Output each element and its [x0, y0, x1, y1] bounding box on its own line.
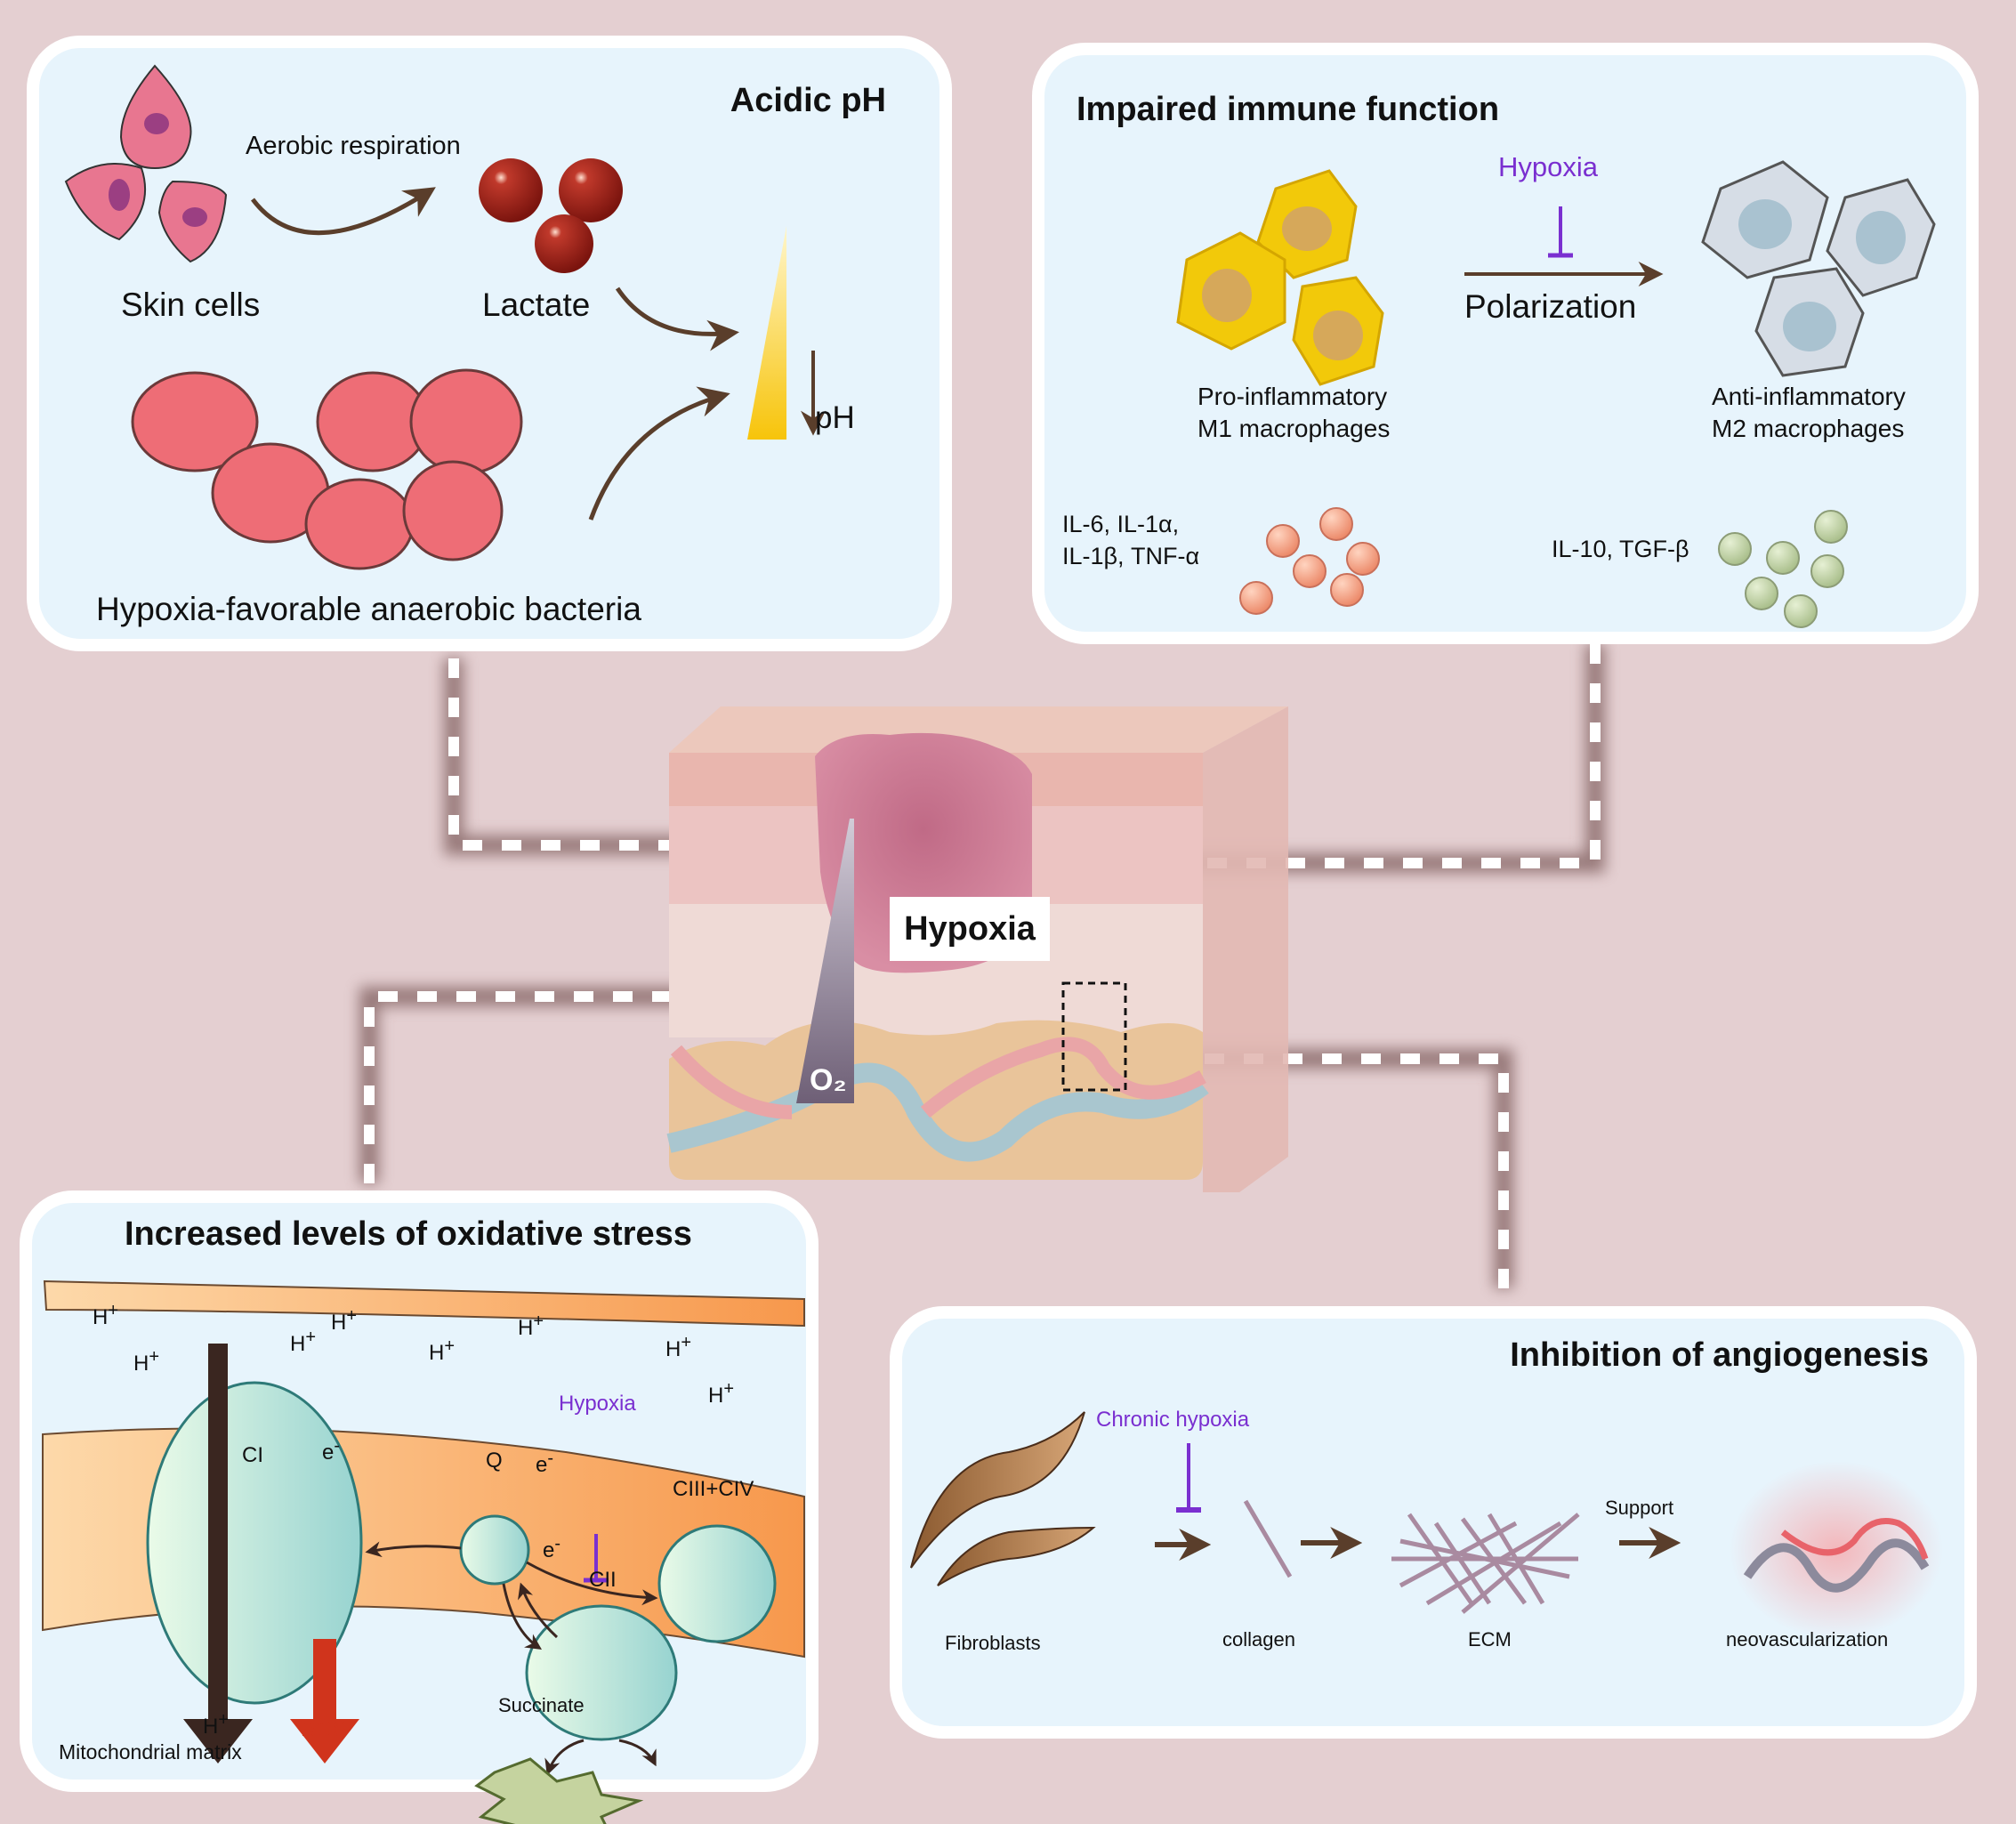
proton-label: H+ — [665, 1333, 692, 1361]
ecm-icon — [1391, 1513, 1580, 1614]
neo-vein — [1743, 1538, 1930, 1593]
proton-label: H+ — [429, 1336, 456, 1365]
complex-ii-label: CII — [589, 1568, 617, 1592]
complex-i-label: CI — [242, 1443, 263, 1467]
electron-label: e- — [322, 1436, 341, 1465]
skin-wound-illustration: Hypoxia O₂ — [658, 694, 1317, 1219]
ph-label: pH — [815, 400, 855, 435]
bacteria-label: Hypoxia-favorable anaerobic bacteria — [96, 591, 641, 627]
succinate-star — [474, 1757, 644, 1824]
m2-macrophages-icon — [1701, 160, 1936, 377]
electron-label: e- — [536, 1449, 554, 1477]
m2-cytokines-icon — [1718, 510, 1848, 628]
proton-arrow-shaft — [208, 1344, 228, 1726]
m1-cytokines-line1: IL-6, IL-1α, — [1062, 511, 1180, 537]
support-label: Support — [1605, 1497, 1674, 1519]
angiogenesis-illustration — [910, 1411, 1943, 1639]
proton-label: H+ — [331, 1306, 358, 1335]
q-to-cii-arrow — [502, 1583, 542, 1650]
skin-block-drawing — [666, 706, 1288, 1219]
complex-iii-iv-label: CIII+CIV — [673, 1477, 754, 1501]
succinate-label: Succinate — [498, 1694, 585, 1716]
hypoxia-label-box: Hypoxia — [890, 897, 1050, 961]
proton-label: H+ — [708, 1379, 735, 1408]
panel-title: Increased levels of oxidative stress — [125, 1215, 692, 1253]
outer-membrane — [43, 1279, 805, 1328]
acidic-ph-illustration — [64, 64, 826, 570]
proton-label: H+ — [290, 1328, 317, 1356]
complex-ii — [525, 1604, 678, 1741]
panel-acidic-ph: Acidic pH — [27, 36, 952, 651]
proton-label-matrix: H+ — [203, 1710, 230, 1739]
mitochondria-illustration — [42, 1279, 805, 1824]
proton-label: H+ — [518, 1312, 544, 1340]
hypoxia-label: Hypoxia — [1498, 151, 1598, 182]
fibroblasts-icon — [910, 1411, 1096, 1586]
hypoxia-inhibit-icon — [584, 1534, 609, 1583]
matrix-label: Mitochondrial matrix — [59, 1740, 242, 1763]
panel-oxidative-stress: Increased levels of oxidative stress — [20, 1190, 818, 1824]
m2-cytokines-label: IL-10, TGF-β — [1552, 536, 1689, 562]
cii-to-succinate-arrow — [544, 1739, 585, 1776]
panel-title: Inhibition of angiogenesis — [1510, 1336, 1929, 1374]
m1-cytokines-line2: IL-1β, TNF-α — [1062, 543, 1200, 569]
skin-right-face — [1203, 706, 1288, 1219]
chronic-hypoxia-label: Chronic hypoxia — [1096, 1408, 1250, 1432]
skin-cells-icon — [64, 64, 228, 263]
m1-label-line1: Pro-inflammatory — [1198, 383, 1388, 410]
skin-cells-label: Skin cells — [121, 287, 261, 323]
aerobic-arrow — [251, 187, 436, 235]
ph-gradient-triangle — [747, 226, 786, 440]
neovascularization-label: neovascularization — [1726, 1628, 1889, 1650]
lactate-icon — [479, 158, 623, 273]
proton-arrow-head — [183, 1719, 253, 1763]
ecm-label: ECM — [1468, 1628, 1512, 1650]
o2-gradient — [796, 819, 854, 1103]
hypoxia-inhibit-icon — [1548, 206, 1573, 258]
panel-title: Impaired immune function — [1077, 91, 1500, 128]
electron-label: e- — [543, 1534, 561, 1562]
ros-label: ROS — [301, 1717, 348, 1741]
proton-label: H+ — [133, 1347, 160, 1376]
complex-i — [146, 1381, 363, 1705]
lactate-label: Lactate — [482, 287, 591, 323]
polarization-label: Polarization — [1464, 288, 1637, 325]
hypoxia-label: Hypoxia — [904, 909, 1036, 948]
m1-macrophages-icon — [1176, 169, 1384, 386]
skin-top-face — [669, 706, 1288, 753]
anaerobic-bacteria-icon — [131, 368, 523, 570]
ubiquinone-q — [459, 1514, 530, 1586]
proton-label: H+ — [93, 1301, 119, 1329]
immune-illustration — [1176, 160, 1936, 628]
q-to-ciii-arrow — [526, 1561, 658, 1606]
collagen-label: collagen — [1222, 1628, 1295, 1650]
neo-artery — [1780, 1518, 1929, 1561]
ros-arrow-head — [290, 1719, 359, 1763]
collagen-fiber — [1243, 1499, 1293, 1578]
chronic-hypoxia-inhibit-icon — [1176, 1443, 1201, 1513]
cii-product-arrow — [618, 1739, 657, 1767]
m1-cytokines-icon — [1239, 507, 1380, 615]
m2-label-line2: M2 macrophages — [1712, 415, 1905, 442]
o2-label: O₂ — [810, 1063, 847, 1097]
inset-box — [1061, 981, 1127, 1092]
cii-to-q-arrow — [518, 1582, 559, 1639]
ros-arrow-shaft — [313, 1639, 336, 1719]
artery-vessel — [670, 1037, 1206, 1119]
lactate-to-ph-arrow — [615, 287, 739, 351]
m1-label-line2: M1 macrophages — [1198, 415, 1391, 442]
q-label: Q — [486, 1449, 503, 1473]
panel-immune-function: Impaired immune function — [1032, 43, 1979, 644]
hypoxia-label: Hypoxia — [559, 1392, 636, 1416]
fibroblasts-label: Fibroblasts — [945, 1632, 1041, 1654]
m2-label-line1: Anti-inflammatory — [1712, 383, 1906, 410]
q-to-ci-arrow — [365, 1541, 462, 1558]
panel-title: Acidic pH — [730, 82, 886, 119]
complex-iii-iv — [657, 1524, 777, 1643]
bacteria-to-ph-arrow — [588, 386, 730, 521]
panel-angiogenesis: Inhibition of angiogenesis — [890, 1306, 1977, 1739]
aerobic-respiration-label: Aerobic respiration — [246, 132, 461, 160]
